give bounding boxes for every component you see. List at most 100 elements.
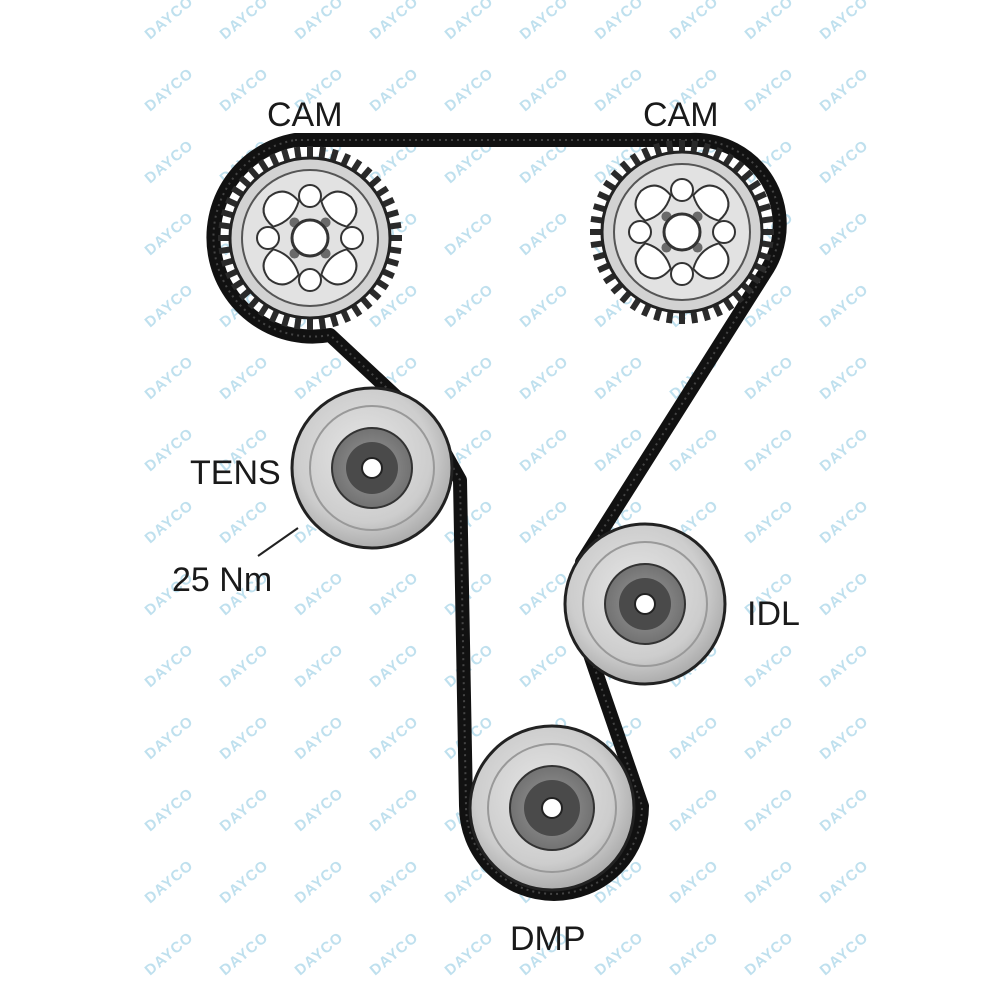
watermark-text: DAYCO <box>442 65 497 115</box>
gear-hole <box>298 268 322 292</box>
watermark-text: DAYCO <box>217 929 272 979</box>
watermark-text: DAYCO <box>367 929 422 979</box>
watermark-text: DAYCO <box>667 785 722 835</box>
watermark-text: DAYCO <box>217 353 272 403</box>
watermark-text: DAYCO <box>442 0 497 43</box>
tensioner-label: TENS <box>190 454 281 492</box>
watermark-text: DAYCO <box>142 929 197 979</box>
watermark-text: DAYCO <box>142 137 197 187</box>
watermark-text: DAYCO <box>667 425 722 475</box>
gear-tooth <box>590 229 604 235</box>
watermark-text: DAYCO <box>217 65 272 115</box>
idler-label: IDL <box>747 595 800 633</box>
gear-tooth <box>760 229 774 235</box>
gear-window <box>262 190 300 228</box>
watermark-text: DAYCO <box>517 497 572 547</box>
watermark-text: DAYCO <box>517 425 572 475</box>
watermark-text: DAYCO <box>742 929 797 979</box>
gear-tooth <box>218 235 232 241</box>
watermark-text: DAYCO <box>817 857 872 907</box>
watermark-text: DAYCO <box>592 929 647 979</box>
cam-gear-left-windows <box>256 184 364 292</box>
watermark-text: DAYCO <box>292 785 347 835</box>
damper-label: DMP <box>510 920 586 958</box>
watermark-text: DAYCO <box>817 713 872 763</box>
watermark-text: DAYCO <box>142 857 197 907</box>
watermark-text: DAYCO <box>142 281 197 331</box>
watermark-text: DAYCO <box>817 353 872 403</box>
watermark-text: DAYCO <box>442 281 497 331</box>
watermark-text: DAYCO <box>817 497 872 547</box>
watermark-text: DAYCO <box>817 209 872 259</box>
watermark-text: DAYCO <box>217 857 272 907</box>
watermark-text: DAYCO <box>292 857 347 907</box>
watermark-text: DAYCO <box>292 569 347 619</box>
cam-gear-left <box>218 146 402 330</box>
damper-pulley <box>468 724 636 892</box>
torque-leader-line <box>257 527 299 557</box>
gear-window <box>262 248 300 286</box>
watermark-text: DAYCO <box>817 0 872 43</box>
gear-hole <box>712 220 736 244</box>
watermark-text: DAYCO <box>817 65 872 115</box>
timing-belt <box>206 132 787 901</box>
watermark-text: DAYCO <box>742 497 797 547</box>
gear-window <box>692 184 730 222</box>
watermark-text: DAYCO <box>742 65 797 115</box>
gear-tooth <box>307 316 313 330</box>
watermark-text: DAYCO <box>142 65 197 115</box>
cam-left-label: CAM <box>267 96 343 134</box>
gear-hole <box>256 226 280 250</box>
watermark-text: DAYCO <box>517 281 572 331</box>
tensioner-pulley <box>290 386 454 550</box>
watermark-text: DAYCO <box>742 785 797 835</box>
gear-window <box>634 184 672 222</box>
watermark-text: DAYCO <box>817 641 872 691</box>
gear-hole <box>298 184 322 208</box>
watermark-text: DAYCO <box>367 713 422 763</box>
watermark-text: DAYCO <box>667 0 722 43</box>
watermark-text: DAYCO <box>367 569 422 619</box>
watermark-text: DAYCO <box>517 0 572 43</box>
gear-tooth <box>307 146 313 160</box>
watermark-text: DAYCO <box>292 929 347 979</box>
watermark-text: DAYCO <box>442 497 497 547</box>
gear-hole <box>670 262 694 286</box>
idler-pulley <box>563 522 727 686</box>
watermark-text: DAYCO <box>817 137 872 187</box>
gear-window <box>692 242 730 280</box>
watermark-text: DAYCO <box>817 929 872 979</box>
watermark-text: DAYCO <box>142 353 197 403</box>
watermark-text: DAYCO <box>142 497 197 547</box>
gear-tooth <box>679 140 685 154</box>
watermark-text: DAYCO <box>217 497 272 547</box>
gear-hole <box>340 226 364 250</box>
watermark-text: DAYCO <box>367 0 422 43</box>
watermark-text: DAYCO <box>742 857 797 907</box>
watermark-text: DAYCO <box>217 785 272 835</box>
watermark-text: DAYCO <box>517 641 572 691</box>
watermark-text: DAYCO <box>367 65 422 115</box>
gear-hole <box>670 178 694 202</box>
watermark-text: DAYCO <box>517 569 572 619</box>
watermark-text: DAYCO <box>667 857 722 907</box>
gear-hole <box>628 220 652 244</box>
cam-right-label: CAM <box>643 96 719 134</box>
watermark-text: DAYCO <box>817 425 872 475</box>
watermark-text: DAYCO <box>442 929 497 979</box>
watermark-text: DAYCO <box>142 425 197 475</box>
watermark-text: DAYCO <box>292 641 347 691</box>
gear-tooth <box>388 235 402 241</box>
watermark-text: DAYCO <box>142 785 197 835</box>
gear-tooth <box>679 310 685 324</box>
watermark-text: DAYCO <box>367 857 422 907</box>
watermark-text: DAYCO <box>517 209 572 259</box>
watermark-text: DAYCO <box>517 353 572 403</box>
watermark-text: DAYCO <box>367 785 422 835</box>
watermark-text: DAYCO <box>142 641 197 691</box>
watermark-text: DAYCO <box>592 353 647 403</box>
watermark-text: DAYCO <box>742 425 797 475</box>
watermark-text: DAYCO <box>442 353 497 403</box>
watermark-text: DAYCO <box>667 713 722 763</box>
